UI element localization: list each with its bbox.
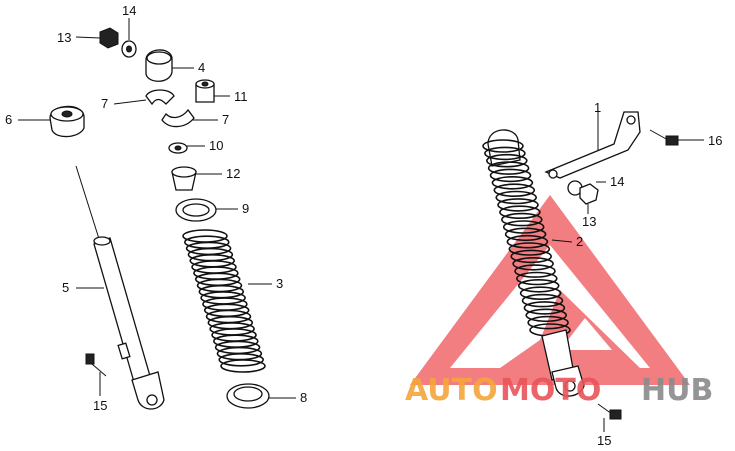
bushing-cap-4	[145, 49, 173, 82]
spring-coil	[523, 301, 566, 315]
shock-assembly-2	[482, 129, 585, 397]
spring-coil	[500, 212, 543, 227]
spring-coil	[502, 220, 545, 234]
spring-coil	[519, 286, 562, 301]
callout-3: 3	[276, 276, 283, 291]
spring-coil	[495, 190, 538, 205]
callout-2: 2	[576, 234, 583, 249]
spring-coil	[525, 308, 568, 323]
spring-coil	[493, 183, 536, 197]
washer-10	[168, 142, 188, 154]
callout-1: 1	[594, 100, 601, 115]
callout-12: 12	[226, 166, 240, 181]
nut-13	[99, 27, 119, 49]
callout-10: 10	[209, 138, 223, 153]
callout-7-lower: 7	[222, 112, 229, 127]
callout-7-upper: 7	[101, 96, 108, 111]
spring-coil	[499, 205, 541, 219]
spring-coil	[512, 256, 554, 271]
callout-13-right: 13	[582, 214, 596, 229]
callout-4: 4	[198, 60, 205, 75]
bolt-16	[649, 129, 679, 146]
leader-lines	[18, 18, 704, 432]
spring-coil	[504, 227, 547, 242]
spring-coil	[497, 198, 539, 212]
callout-5: 5	[62, 280, 69, 295]
callout-14-left: 14	[122, 3, 136, 18]
callout-13-left: 13	[57, 30, 71, 45]
bushing-11	[195, 79, 215, 103]
collar-half-7b	[161, 108, 195, 128]
seat-ring-9	[175, 198, 217, 222]
callout-15-right: 15	[597, 433, 611, 448]
callout-16: 16	[708, 133, 722, 148]
callout-15-left: 15	[93, 398, 107, 413]
spring-coil	[514, 264, 556, 278]
spring-coil	[220, 359, 266, 373]
spring-coil	[489, 168, 532, 183]
watermark-text: AUTO MOTO HUB	[405, 373, 713, 408]
spring-seat-12	[171, 166, 197, 191]
bracket-1	[544, 111, 641, 179]
nut-13b	[579, 183, 599, 205]
spring-coil	[485, 153, 528, 168]
spring-coil	[491, 176, 534, 190]
spring-coil	[218, 352, 264, 367]
spring-coil	[515, 271, 558, 286]
watermark-auto: AUTO	[405, 373, 498, 408]
spring-coil	[484, 146, 526, 161]
collar-half-7a	[145, 89, 175, 106]
watermark-hub: HUB	[641, 373, 713, 408]
callout-11: 11	[234, 89, 248, 104]
spring-3	[182, 229, 266, 373]
callout-8: 8	[300, 390, 307, 405]
washer-14	[121, 40, 137, 58]
spring-coil	[487, 161, 530, 175]
callout-6: 6	[5, 112, 12, 127]
callout-14-right: 14	[610, 174, 624, 189]
lower-seat-8	[226, 383, 270, 409]
adjuster-cam-6	[49, 105, 85, 138]
spring-coil	[517, 278, 560, 293]
callout-labels: 13 14 4 11 7 7 6 10 12 9 3 8 5 15 1 16 1…	[5, 3, 722, 448]
bolt-15b	[597, 403, 622, 420]
watermark-moto: MOTO	[500, 373, 601, 408]
spring-coil	[521, 293, 564, 308]
spring-coil	[482, 139, 524, 153]
spring-coil	[506, 234, 549, 249]
spring-coil	[510, 249, 553, 264]
bolt-15a	[85, 353, 107, 377]
damper-5	[75, 165, 165, 410]
callout-9: 9	[242, 201, 249, 216]
spring-coil	[527, 315, 569, 330]
spring-coil	[508, 242, 551, 256]
